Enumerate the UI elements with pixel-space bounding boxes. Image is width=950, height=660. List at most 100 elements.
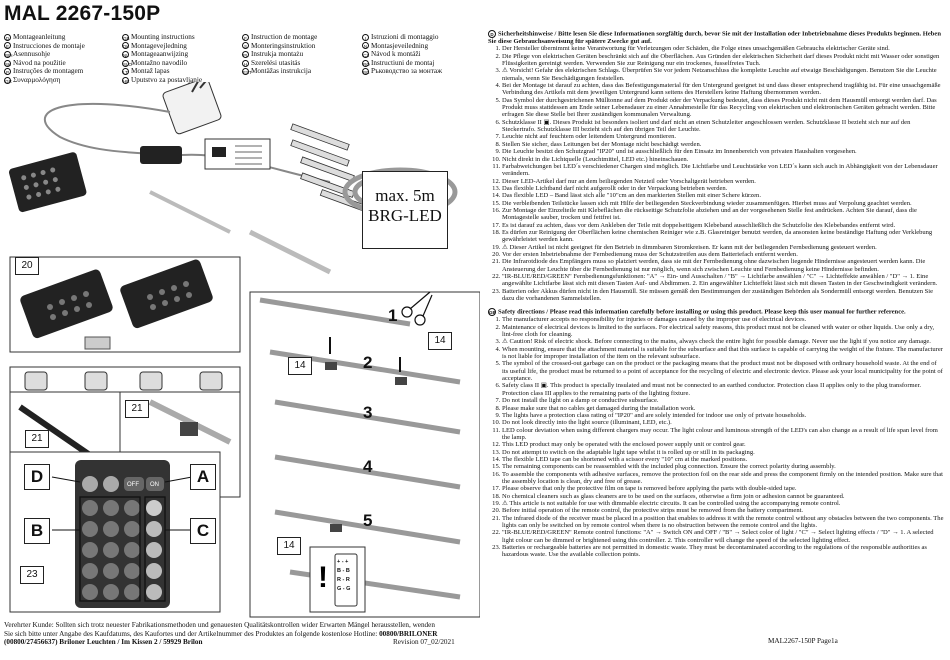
remote-key-b: B [24, 518, 50, 544]
safety-item: ⚠ Caution! Risk of electric shock. Befor… [502, 338, 944, 345]
language-label: Montageanleitung [13, 33, 66, 41]
language-code-icon: GB [122, 33, 130, 41]
safety-item: To assemble the components with adhesive… [502, 471, 944, 486]
language-label: Uputstvo za postavljanje [131, 75, 203, 84]
connector-strips [290, 123, 366, 212]
label-23: 23 [20, 566, 44, 584]
safety-item: Maintenance of electrical devices is lim… [502, 324, 944, 339]
language-code-icon: D [4, 33, 11, 41]
safety-item: Stellen Sie sicher, dass Leitungen bei d… [502, 141, 944, 148]
language-code-icon: LT [122, 68, 129, 76]
language-code-icon: SLO [122, 59, 133, 67]
remote-on-label: ON [150, 482, 159, 488]
safety-item: Nicht direkt in die Lichtquelle (Leuchtm… [502, 156, 944, 163]
language-code-icon: PL [242, 51, 249, 59]
safety-item: Batterien oder Akkus dürfen nicht in den… [502, 288, 944, 303]
safety-item: Batteries or rechargeable batteries are … [502, 544, 944, 559]
label-14b: 14 [288, 357, 312, 375]
language-code-icon: EST [242, 68, 252, 76]
language-label: Istruzioni di montaggio [371, 33, 439, 41]
language-label: Montagevejledning [131, 41, 187, 50]
language-label: Montaž lapas [131, 67, 170, 76]
safety-item: Farbabweichungen bei LED´s verschiedener… [502, 163, 944, 178]
safety-item: The symbol of the crossed-out garbage ca… [502, 360, 944, 382]
gb-heading-text: Safety directions / Please read this inf… [498, 308, 906, 316]
remote-key-a: A [190, 464, 216, 490]
safety-item: Do not attempt to switch on the adaptabl… [502, 449, 944, 456]
language-code-icon: SK [4, 59, 12, 67]
product-title: MAL 2267-150P [4, 2, 161, 25]
remote-small [8, 152, 87, 213]
safety-item: Dieser LED-Artikel darf nur an dem beili… [502, 178, 944, 185]
led-strips [259, 297, 461, 600]
safety-item: Die verbleibenden Teilstücke lassen sich… [502, 200, 944, 207]
step-3: 3 [363, 403, 373, 422]
safety-item: Please observe that only the protective … [502, 485, 944, 492]
language-label: Monteringsinstruktion [251, 41, 316, 50]
language-label: Návod na použitie [13, 58, 66, 67]
customer-notice: Verehrter Kunde: Sollten sich trotz neue… [4, 621, 474, 647]
language-item: BGРъководство за монтаж [362, 67, 482, 76]
language-label: Συναρμολόγηση [13, 75, 61, 84]
language-code-icon: H [242, 59, 249, 67]
remote-key-c: C [190, 518, 216, 544]
safety-item: Safety class II ▣. This product is speci… [502, 382, 944, 397]
step-4: 4 [363, 457, 373, 476]
language-label: Ръководство за монтаж [371, 67, 443, 76]
safety-item: Die Pflege von elektrischen Geräten besc… [502, 53, 944, 68]
footer-address: (00800/27456637) Briloner Leuchten / Im … [4, 638, 203, 646]
language-code-icon: N [362, 42, 369, 50]
label-14c: 14 [277, 537, 301, 555]
language-label: Instruções de montagem [13, 67, 84, 76]
assembly-illustration: ! [8, 75, 481, 618]
safety-item: The remaining components can be reassemb… [502, 463, 944, 470]
safety-item: Die Infrarotdiode des Empfängers muss so… [502, 258, 944, 273]
de-heading-text: Sicherheitshinweise / Bitte lesen Sie di… [488, 30, 941, 46]
remote-key-d: D [24, 464, 50, 490]
step-2: 2 [363, 353, 373, 372]
safety-item: Das Symbol der durchgestrichenen Müllton… [502, 97, 944, 119]
revision: Revision 07_02/2021 [393, 638, 455, 646]
label-21b: 21 [25, 430, 49, 448]
callout-line1: max. 5m [375, 186, 435, 205]
language-code-icon: P [4, 68, 11, 76]
safety-item: The flexible LED tape can be shortened w… [502, 456, 944, 463]
safety-item: Zur Montage der Einzelteile mit Klebeflä… [502, 207, 944, 222]
safety-item: Before initial operation of the remote c… [502, 507, 944, 514]
controller-box [140, 146, 182, 164]
illustration-area: ! max. 5m BRG-LED 20 21 21 14 14 14 23 1… [0, 75, 481, 618]
label-20: 20 [15, 257, 39, 275]
language-label: Montasjeveiledning [371, 41, 429, 50]
language-code-icon: RO [362, 59, 370, 67]
language-item: GBMounting instructions [122, 33, 242, 42]
safety-item: Do not look directly into the light sour… [502, 419, 944, 426]
safety-item: The manufacturer accepts no responsibili… [502, 316, 944, 323]
safety-item: LED colour deviation when using differen… [502, 427, 944, 442]
gb-safety-list: The manufacturer accepts no responsibili… [488, 316, 944, 558]
language-code-icon: GR [4, 76, 12, 84]
language-label: Návod k montáži [371, 50, 421, 59]
arrows [329, 337, 401, 372]
language-label: Montäžas instrukcija [251, 67, 312, 76]
remote-20-right [120, 259, 213, 329]
language-code-icon: E [4, 42, 11, 50]
language-code-icon: BG [362, 68, 370, 76]
language-item: ROInstructiuni de montaj [362, 59, 482, 68]
hotline: 00800/BRILONER [379, 629, 438, 638]
safety-item: This LED product may only be operated wi… [502, 441, 944, 448]
language-label: Instrukja montażu [251, 50, 304, 59]
safety-item: ⚠ Vorsicht! Gefahr des elektrischen Schl… [502, 67, 944, 82]
step-5: 5 [363, 511, 373, 530]
safety-item: Es ist darauf zu achten, dass vor dem An… [502, 222, 944, 229]
remote-20-left [20, 269, 113, 339]
